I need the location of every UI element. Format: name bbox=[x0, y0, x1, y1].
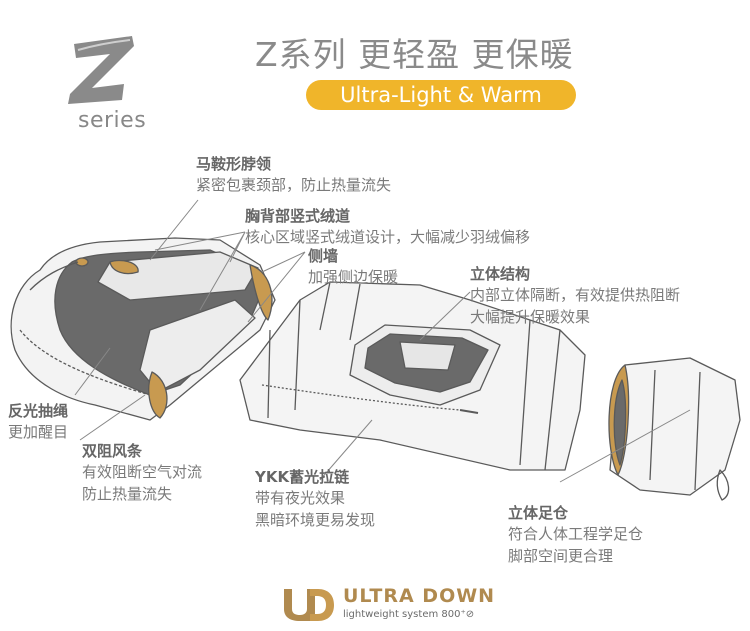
callout-ykk-zipper: YKK蓄光拉链 带有夜光效果 黑暗环境更易发现 bbox=[255, 466, 375, 531]
insulation-face-2 bbox=[148, 371, 168, 419]
page-headline: Z系列 更轻盈 更保暖 bbox=[255, 35, 574, 74]
callout-line: 大幅提升保暖效果 bbox=[470, 308, 591, 326]
callout-line: 内部立体隔断，有效提供热阻断 bbox=[470, 286, 681, 304]
leader-sidewall bbox=[247, 251, 306, 323]
callout-chest-baffle: 胸背部竖式绒道 核心区域竖式绒道设计，大幅减少羽绒偏移 bbox=[245, 205, 530, 248]
callout-line: 紧密包裹颈部，防止热量流失 bbox=[196, 176, 392, 194]
callout-collar: 马鞍形脖领 紧密包裹颈部，防止热量流失 bbox=[196, 153, 391, 196]
callout-title: 立体足仓 bbox=[508, 504, 569, 522]
footbox-inner bbox=[613, 379, 627, 466]
callout-line: 黑暗环境更易发现 bbox=[255, 511, 376, 529]
insulation-face-1 bbox=[249, 264, 273, 321]
brand-tagline: lightweight system 800⁺⊘ bbox=[343, 609, 475, 620]
brand-name: ULTRA DOWN bbox=[343, 585, 496, 607]
callout-title: 立体结构 bbox=[470, 265, 531, 283]
tagline-pill: Ultra-Light & Warm bbox=[306, 80, 576, 110]
callout-title: 胸背部竖式绒道 bbox=[245, 207, 351, 225]
callout-title: 马鞍形脖领 bbox=[196, 155, 272, 173]
callout-3d-structure: 立体结构 内部立体隔断，有效提供热阻断 大幅提升保暖效果 bbox=[470, 263, 680, 328]
leader-footbox bbox=[559, 409, 691, 483]
zipper-pull bbox=[459, 409, 479, 414]
callout-footbox: 立体足仓 符合人体工程学足仓 脚部空间更合理 bbox=[508, 502, 643, 567]
footbox-shell bbox=[609, 357, 741, 496]
chest-baffle bbox=[97, 251, 259, 301]
cord-loop bbox=[29, 261, 79, 291]
footbox-seams bbox=[649, 369, 701, 491]
footbox-loop bbox=[716, 469, 730, 501]
series-label: series bbox=[78, 108, 147, 133]
leader-draftcollar bbox=[79, 394, 146, 441]
callout-draft-collar: 双阻风条 有效阻断空气对流 防止热量流失 bbox=[82, 440, 202, 505]
insulation-face-3 bbox=[109, 259, 139, 275]
leader-lines bbox=[74, 199, 691, 483]
callout-line: 脚部空间更合理 bbox=[508, 547, 614, 565]
leader-collar bbox=[149, 199, 199, 261]
callout-line: 有效阻断空气对流 bbox=[82, 463, 203, 481]
callout-line: 符合人体工程学足仓 bbox=[508, 525, 644, 543]
leader-drawcord bbox=[74, 347, 111, 396]
drawcord-channel bbox=[19, 329, 151, 396]
callout-line: 更加醒目 bbox=[8, 423, 69, 441]
callout-reflective-cord: 反光抽绳 更加醒目 bbox=[8, 400, 68, 443]
callout-title: YKK蓄光拉链 bbox=[255, 468, 350, 486]
callout-title: 侧墙 bbox=[308, 247, 339, 265]
leader-baffle bbox=[154, 231, 246, 311]
ud-monogram-icon bbox=[284, 589, 334, 621]
callout-title: 反光抽绳 bbox=[8, 402, 69, 420]
leader-structure bbox=[419, 291, 471, 341]
body-baffle-lines bbox=[267, 281, 561, 471]
leader-zipper bbox=[319, 419, 373, 481]
z-series-logo bbox=[68, 36, 134, 104]
callout-title: 双阻风条 bbox=[82, 442, 143, 460]
callout-line: 核心区域竖式绒道设计，大幅减少羽绒偏移 bbox=[245, 228, 531, 246]
callout-line: 防止热量流失 bbox=[82, 485, 173, 503]
callout-line: 带有夜光效果 bbox=[255, 489, 346, 507]
body-baffle bbox=[399, 341, 456, 371]
zipper-track bbox=[261, 384, 461, 411]
callout-line: 加强侧边保暖 bbox=[308, 268, 399, 286]
side-wall bbox=[139, 299, 256, 393]
callout-side-wall: 侧墙 加强侧边保暖 bbox=[308, 245, 398, 288]
